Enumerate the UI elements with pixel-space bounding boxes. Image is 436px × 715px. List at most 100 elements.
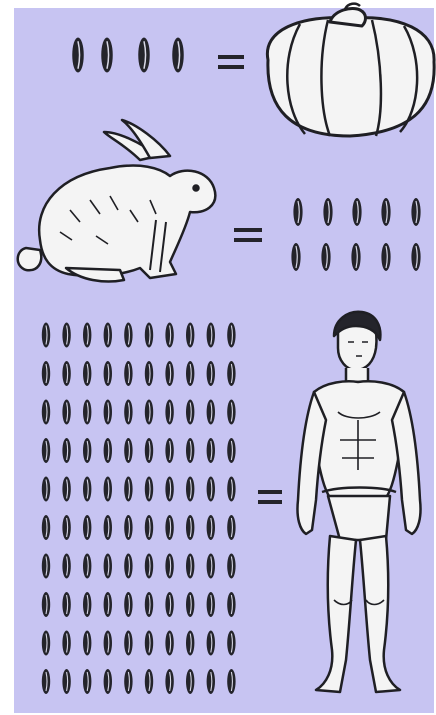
bean	[83, 477, 91, 502]
bean	[145, 554, 153, 579]
bean	[124, 361, 132, 386]
bean	[83, 438, 91, 463]
bean	[124, 515, 132, 540]
bean	[124, 477, 132, 502]
bean	[207, 669, 215, 694]
bean	[186, 400, 194, 425]
bean	[145, 631, 153, 656]
bean	[227, 477, 235, 502]
bean	[83, 554, 91, 579]
bean	[207, 592, 215, 617]
bean	[104, 477, 112, 502]
bean	[42, 592, 50, 617]
bean	[207, 361, 215, 386]
bean	[227, 361, 235, 386]
bean	[83, 631, 91, 656]
bean	[186, 631, 194, 656]
bean	[227, 400, 235, 425]
bean	[207, 477, 215, 502]
bean	[165, 400, 173, 425]
bean	[165, 554, 173, 579]
bean	[186, 477, 194, 502]
bean	[207, 438, 215, 463]
bean	[62, 669, 70, 694]
bean	[104, 669, 112, 694]
bean	[83, 515, 91, 540]
bean	[42, 323, 50, 348]
bean	[83, 361, 91, 386]
bean	[207, 631, 215, 656]
bean	[186, 323, 194, 348]
bean	[83, 592, 91, 617]
bean	[207, 323, 215, 348]
bean	[104, 515, 112, 540]
bean	[165, 438, 173, 463]
bean	[104, 631, 112, 656]
bean	[227, 323, 235, 348]
bean	[227, 592, 235, 617]
bean	[124, 323, 132, 348]
bean	[186, 592, 194, 617]
bean	[62, 477, 70, 502]
bean	[104, 323, 112, 348]
bean	[145, 515, 153, 540]
bean	[124, 669, 132, 694]
bean	[42, 515, 50, 540]
bean	[42, 669, 50, 694]
bean	[186, 515, 194, 540]
bean	[207, 400, 215, 425]
bean	[124, 400, 132, 425]
bean	[83, 669, 91, 694]
bean	[83, 323, 91, 348]
bean	[227, 669, 235, 694]
bean	[165, 592, 173, 617]
bean	[165, 631, 173, 656]
bean	[145, 592, 153, 617]
bean	[62, 438, 70, 463]
bean	[186, 669, 194, 694]
bean	[104, 438, 112, 463]
bean	[62, 554, 70, 579]
bean	[124, 631, 132, 656]
bean	[227, 631, 235, 656]
bean	[104, 361, 112, 386]
bean	[186, 361, 194, 386]
bean	[186, 554, 194, 579]
bean	[62, 592, 70, 617]
bean	[42, 554, 50, 579]
bean	[165, 515, 173, 540]
bean	[104, 592, 112, 617]
bean	[104, 400, 112, 425]
bean	[165, 361, 173, 386]
bean	[227, 515, 235, 540]
bean	[207, 515, 215, 540]
bean	[145, 323, 153, 348]
bean	[165, 669, 173, 694]
bean	[145, 669, 153, 694]
bean	[165, 323, 173, 348]
bean	[207, 554, 215, 579]
bean	[42, 631, 50, 656]
bean	[145, 438, 153, 463]
bean	[62, 323, 70, 348]
bean	[124, 592, 132, 617]
bean	[62, 515, 70, 540]
bean	[62, 631, 70, 656]
bean	[124, 438, 132, 463]
bean	[124, 554, 132, 579]
bean	[145, 400, 153, 425]
bean	[145, 361, 153, 386]
bean	[42, 438, 50, 463]
bean	[186, 438, 194, 463]
bean	[165, 477, 173, 502]
bean	[83, 400, 91, 425]
bean	[42, 361, 50, 386]
bean	[42, 477, 50, 502]
bean	[62, 361, 70, 386]
bean	[145, 477, 153, 502]
bean	[104, 554, 112, 579]
bean	[42, 400, 50, 425]
bean	[62, 400, 70, 425]
bean	[227, 554, 235, 579]
